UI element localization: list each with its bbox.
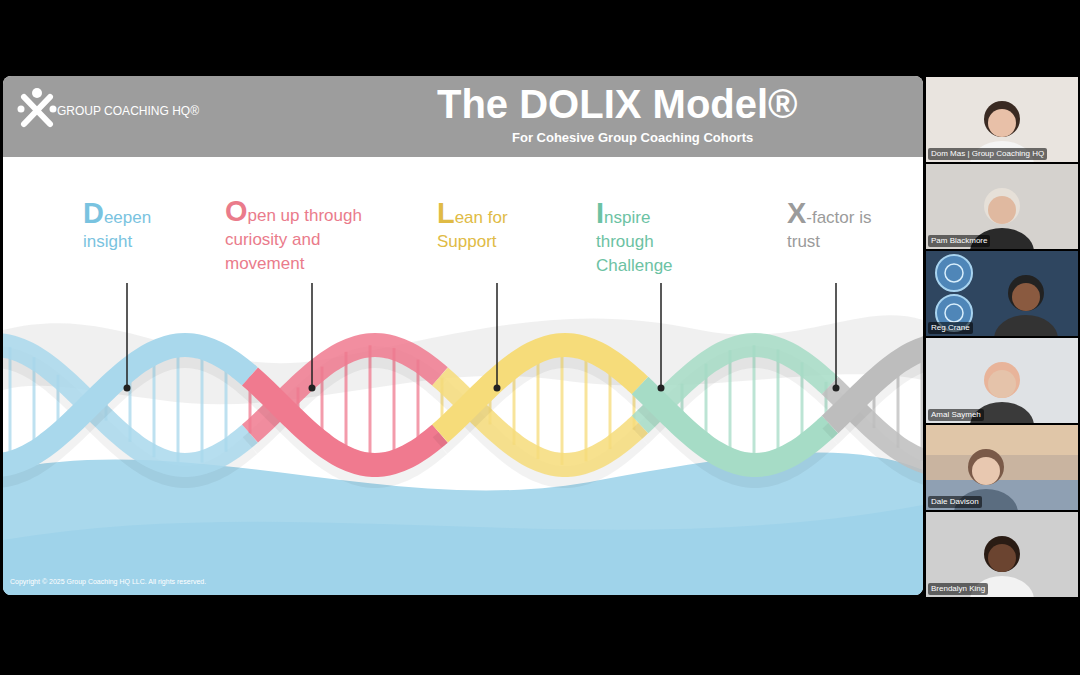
video-tile: Amal Saymeh [926, 338, 1078, 423]
leader-line [835, 283, 837, 388]
stage-label: Open up through curiosity and movement [225, 199, 390, 276]
stage-label: Lean for Support [437, 201, 537, 254]
slide-content [3, 76, 923, 595]
leader-dot [833, 385, 840, 392]
video-tile: Reg Crane [926, 251, 1078, 336]
participant-name: Reg Crane [928, 322, 973, 334]
helix-strand-front [440, 345, 640, 433]
video-tile: Dale Davison [926, 425, 1078, 510]
leader-line [311, 283, 313, 388]
stage-label: Deepen insight [83, 201, 183, 254]
participant-name: Amal Saymeh [928, 409, 984, 421]
leader-line [496, 283, 498, 388]
participant-name: Dale Davison [928, 496, 982, 508]
video-tile: Dom Mas | Group Coaching HQ [926, 77, 1078, 162]
leader-dot [658, 385, 665, 392]
stage-label: Inspire through Challenge [596, 201, 706, 278]
leader-line [126, 283, 128, 388]
participant-name: Pam Blackmore [928, 235, 990, 247]
helix [3, 345, 923, 477]
header-band [3, 76, 923, 157]
helix-strand-front [250, 376, 440, 464]
logo-icon [18, 88, 57, 124]
subtitle: For Cohesive Group Coaching Cohorts [512, 130, 753, 145]
logo-text: GROUP COACHING HQ® [57, 104, 199, 118]
participant-name: Dom Mas | Group Coaching HQ [928, 148, 1047, 160]
leader-line [660, 283, 662, 388]
helix-strand-front [830, 347, 923, 425]
video-tile: Brendalyn King [926, 512, 1078, 597]
ground-wave-light [3, 505, 923, 595]
leader-dot [309, 385, 316, 392]
leader-dot [124, 385, 131, 392]
slide-panel [3, 76, 923, 595]
video-tile: Pam Blackmore [926, 164, 1078, 249]
participant-name: Brendalyn King [928, 583, 988, 595]
copyright-note: Copyright © 2025 Group Coaching HQ LLC. … [10, 578, 206, 585]
helix-strand-front [640, 386, 830, 465]
slide-title: The DOLIX Model® [437, 80, 798, 128]
leader-dot [494, 385, 501, 392]
stage-label: X-factor is trust [787, 201, 879, 254]
